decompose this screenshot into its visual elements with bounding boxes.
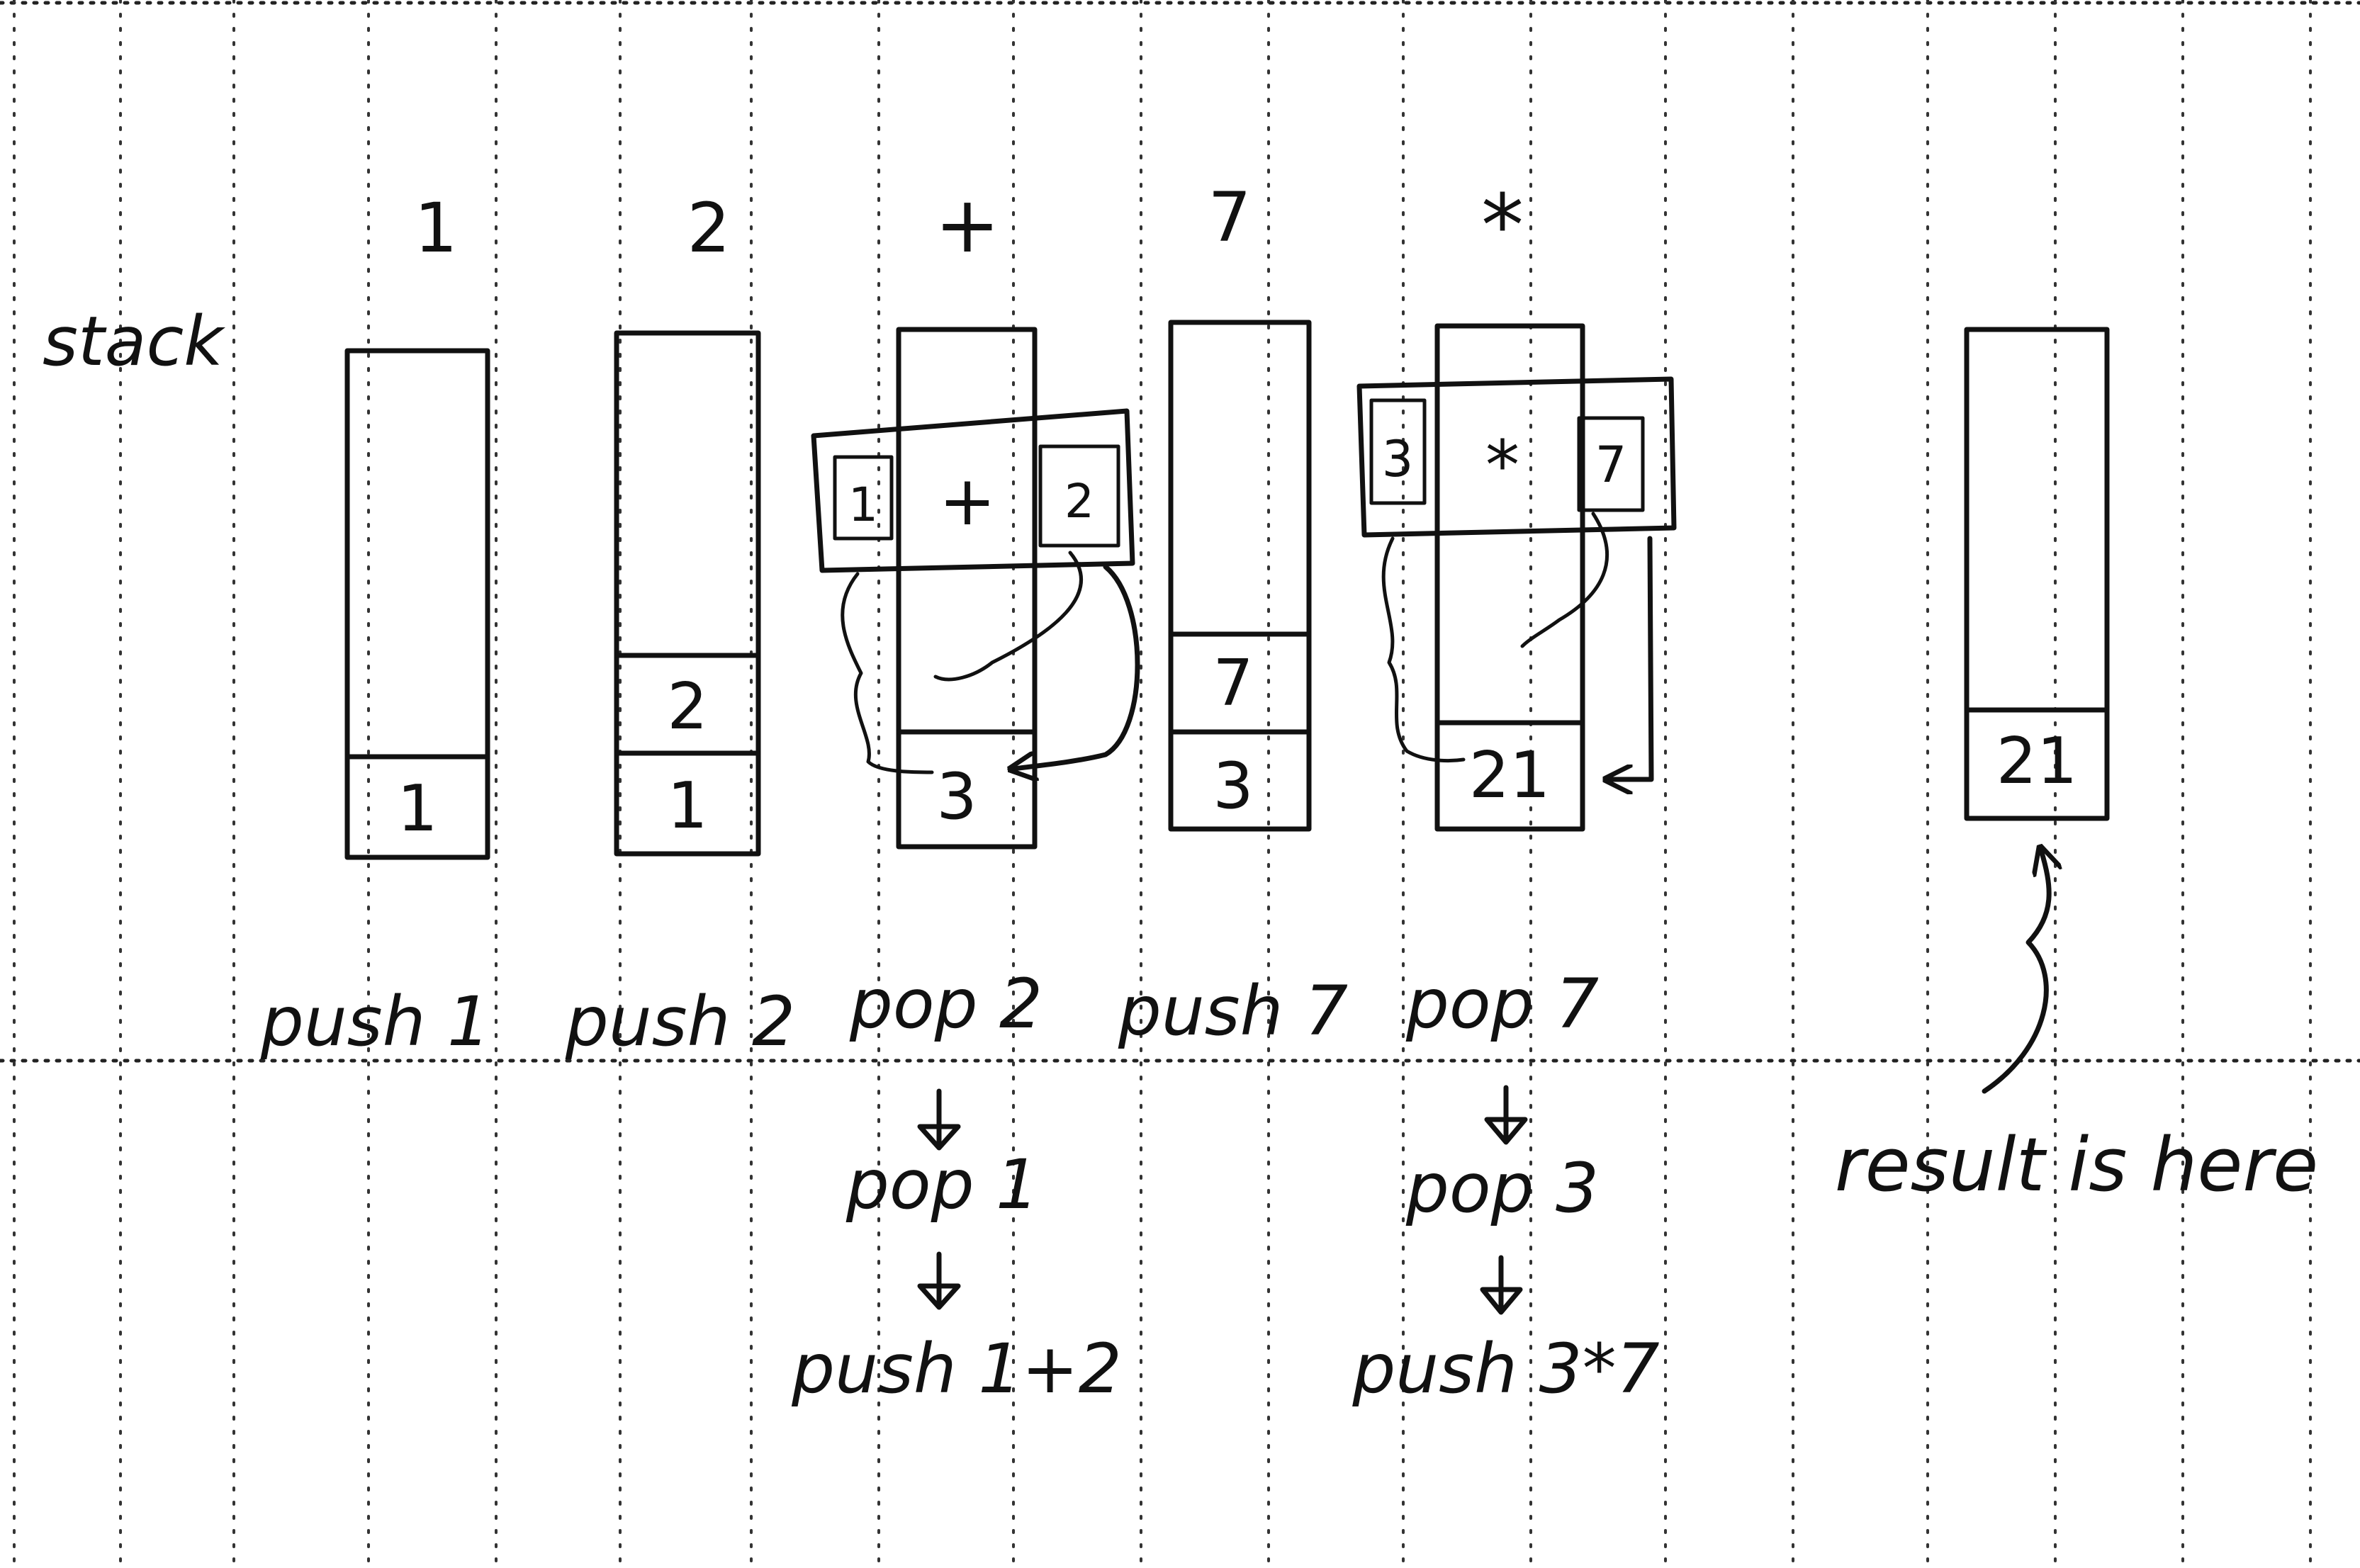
- stack-box: [1964, 327, 2110, 821]
- operand-left-box: [1369, 398, 1427, 505]
- token-label: +: [935, 179, 1000, 270]
- column-5: * 21 3 * 7 pop 7 pop 3 push 3*7: [1352, 177, 1677, 1409]
- down-arrow-icon: [1480, 1255, 1523, 1315]
- pop-right-curve: [1520, 512, 1609, 648]
- op-step: pop 2: [849, 964, 1043, 1044]
- result-arrow: [1982, 850, 2049, 1094]
- operator-symbol: *: [1485, 426, 1519, 505]
- stack-box: [344, 348, 490, 860]
- pop-left-curve: [1381, 536, 1466, 763]
- result-note: result is here: [1835, 1122, 2318, 1208]
- operand-left: 1: [848, 478, 878, 532]
- stack-box: [896, 327, 1038, 850]
- stack-box: [1168, 320, 1312, 832]
- op-step: pop 7: [1405, 964, 1599, 1044]
- op-step: pop 1: [845, 1145, 1039, 1224]
- op-step: push 3*7: [1352, 1329, 1659, 1409]
- pop-left-curve: [841, 572, 934, 774]
- operand-left: 3: [1382, 430, 1414, 488]
- op-step: push 7: [1118, 971, 1348, 1051]
- down-arrow-icon: [1484, 1085, 1528, 1145]
- operand-right: 7: [1595, 436, 1627, 494]
- column-2: 2 2 1 push 2: [565, 188, 795, 1061]
- operation-frame: 3 * 7: [1356, 376, 1677, 538]
- stack-cell: 21: [1469, 738, 1551, 813]
- column-4: 7 7 3 push 7: [1118, 178, 1348, 1051]
- token-label: 1: [414, 188, 457, 268]
- column-3: + 3 1 + 2 pop 2 pop 1 push 1+2: [791, 179, 1140, 1409]
- down-arrow-icon: [917, 1088, 961, 1151]
- stack-cell: 3: [936, 760, 977, 834]
- stack-label: stack: [43, 302, 225, 381]
- op-step: push 1: [260, 982, 490, 1061]
- token-label: 2: [687, 188, 730, 268]
- token-label: 7: [1208, 178, 1251, 257]
- down-arrow-icon: [917, 1251, 961, 1310]
- op-steps: pop 7 pop 3 push 3*7: [1352, 964, 1659, 1409]
- stack-cell: 7: [1213, 646, 1253, 721]
- pop-right-curve: [933, 551, 1083, 682]
- stack-box: [1434, 323, 1585, 832]
- operand-left-box: [833, 455, 894, 541]
- op-step: push 1+2: [791, 1329, 1122, 1409]
- stack-box: [614, 330, 761, 857]
- token-label: *: [1481, 177, 1524, 276]
- stack-cell: 1: [667, 769, 707, 843]
- operand-right-box: [1038, 444, 1120, 548]
- operator-symbol: +: [939, 461, 996, 541]
- stack-cell: 3: [1213, 749, 1253, 823]
- operand-right: 2: [1064, 474, 1094, 529]
- op-step: pop 3: [1405, 1149, 1599, 1228]
- op-steps: pop 2 pop 1 push 1+2: [791, 964, 1122, 1409]
- push-back-curve: [1609, 536, 1654, 779]
- stack-cell: 21: [1996, 724, 2078, 799]
- operation-frame: 1 + 2: [811, 408, 1135, 573]
- push-back-curve: [1013, 564, 1140, 769]
- stack-cell: 1: [397, 772, 437, 846]
- stack-cell: 2: [667, 670, 707, 744]
- column-1: 1 1 push 1: [260, 188, 490, 1061]
- op-step: push 2: [565, 982, 795, 1061]
- operand-right-box: [1577, 416, 1645, 512]
- column-6: 21 result is here: [1835, 327, 2318, 1208]
